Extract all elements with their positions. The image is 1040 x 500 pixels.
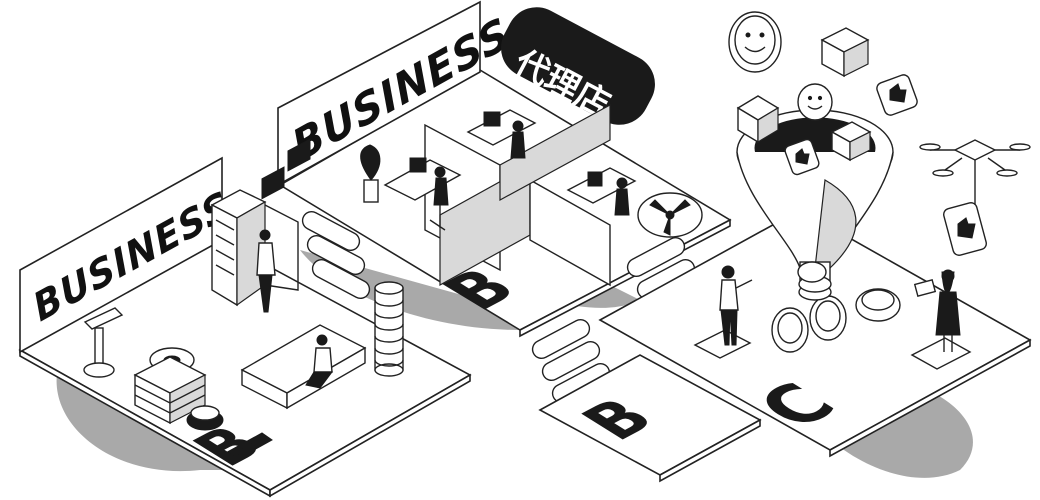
- connector-steps-left: [301, 210, 371, 300]
- database-stack-icon: [374, 281, 404, 377]
- server-boxes: [133, 356, 207, 425]
- bowl-icon: [186, 405, 224, 431]
- thumbs-up-icon-2: [784, 138, 820, 176]
- workstation-1: [383, 157, 462, 231]
- laptop-woman-figure: [913, 269, 961, 352]
- smile-coin-icon: [728, 11, 782, 73]
- fan-icon: [637, 192, 703, 238]
- smile-coin-icon-2: [797, 83, 833, 121]
- heart-cube-icon: [736, 95, 780, 144]
- server-rack-icon: [210, 189, 299, 307]
- cubicle-partitions: [424, 103, 611, 287]
- center-sign-board: [277, 0, 481, 187]
- workstation-2: [466, 109, 537, 159]
- middle-platform: [538, 354, 762, 483]
- dollar-coin-icon: [771, 261, 901, 353]
- signpost-icon: [83, 307, 124, 378]
- connector-steps-mid: [531, 318, 611, 404]
- connector-steps-right: [626, 236, 696, 300]
- potted-plant-icon: [360, 144, 381, 203]
- technician-figure: [256, 229, 276, 313]
- presenter-figure: [719, 265, 753, 346]
- developer-desk: [240, 138, 367, 410]
- thumbs-up-icon: [876, 74, 918, 116]
- heart-cube-icon-3: [830, 121, 872, 162]
- drone-icon: [919, 139, 1031, 256]
- workstation-3: [566, 167, 637, 216]
- heart-cube-icon-2: [820, 27, 870, 78]
